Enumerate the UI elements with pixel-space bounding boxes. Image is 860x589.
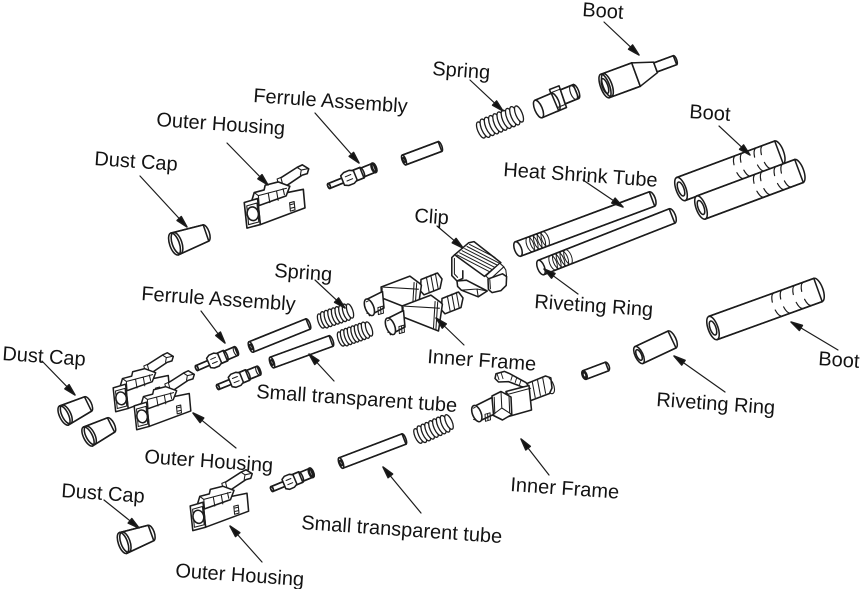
svg-text:Clip: Clip bbox=[414, 205, 450, 229]
svg-text:Boot: Boot bbox=[582, 0, 625, 24]
svg-text:Boot: Boot bbox=[689, 101, 732, 126]
svg-text:Spring: Spring bbox=[274, 260, 333, 286]
svg-text:Spring: Spring bbox=[432, 58, 491, 84]
svg-text:Boot: Boot bbox=[818, 348, 860, 373]
